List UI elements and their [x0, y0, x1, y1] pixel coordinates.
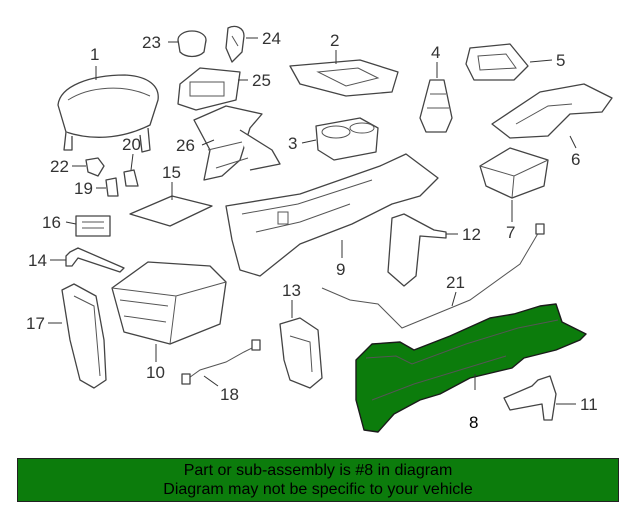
- callout-16: 16: [42, 213, 61, 232]
- info-banner: Part or sub-assembly is #8 in diagram Di…: [17, 458, 619, 502]
- part-11-bracket[interactable]: [503, 375, 557, 421]
- callout-12: 12: [462, 225, 481, 244]
- callout-19: 19: [74, 179, 93, 198]
- callout-11: 11: [580, 395, 598, 414]
- callout-22: 22: [50, 157, 69, 176]
- part-20-clip[interactable]: [123, 169, 139, 187]
- part-3-cup-holder[interactable]: [315, 117, 379, 161]
- leader-lines: [48, 37, 577, 405]
- part-7-storage-bin[interactable]: [479, 147, 549, 199]
- callout-15: 15: [162, 163, 181, 182]
- part-2-console-tray[interactable]: [289, 59, 399, 97]
- callout-23: 23: [142, 33, 161, 52]
- callout-4: 4: [431, 43, 440, 62]
- part-8-console-panel-highlighted[interactable]: [355, 303, 587, 433]
- part-13-bracket[interactable]: [279, 317, 323, 389]
- callout-21: 21: [446, 273, 465, 292]
- callout-17: 17: [26, 314, 45, 333]
- callout-14: 14: [28, 251, 47, 270]
- callout-10: 10: [146, 363, 165, 382]
- part-4-shift-boot[interactable]: [419, 79, 453, 133]
- callout-25: 25: [252, 71, 271, 90]
- banner-line-2: Diagram may not be specific to your vehi…: [163, 481, 473, 498]
- part-24-shift-lever[interactable]: [225, 25, 245, 63]
- callout-20: 20: [122, 135, 141, 154]
- part-17-side-panel[interactable]: [61, 283, 107, 389]
- parts-diagram: 1 2 3 4 5 6 7 8 9 11 12 13 14 15 16 17 1…: [26, 25, 613, 433]
- part-9-console-bracket[interactable]: [225, 153, 439, 277]
- callout-numbers: 1 2 3 4 5 6 7 8 9 11 12 13 14 15 16 17 1…: [26, 29, 598, 432]
- callout-6: 6: [571, 150, 580, 169]
- part-5-trim-plate[interactable]: [465, 43, 529, 81]
- banner-line-1: Part or sub-assembly is #8 in diagram: [183, 462, 453, 479]
- callout-3: 3: [288, 134, 297, 153]
- callout-24: 24: [262, 29, 281, 48]
- part-12-mount-bracket[interactable]: [387, 213, 447, 287]
- callout-7: 7: [506, 223, 515, 242]
- callout-5: 5: [556, 51, 565, 70]
- callout-8-highlighted: 8: [469, 413, 478, 432]
- callout-18: 18: [220, 385, 239, 404]
- callout-9: 9: [336, 260, 345, 279]
- part-25-shifter-bezel[interactable]: [177, 67, 241, 111]
- part-1-armrest-lid[interactable]: [57, 74, 159, 153]
- part-23-shift-knob[interactable]: [177, 30, 207, 58]
- part-14-bar[interactable]: [65, 247, 125, 273]
- part-10-console-box[interactable]: [111, 261, 227, 345]
- part-26-shifter-assembly[interactable]: [193, 105, 281, 181]
- part-19-clip[interactable]: [105, 177, 119, 197]
- callout-13: 13: [282, 281, 301, 300]
- part-15-mat[interactable]: [129, 195, 213, 227]
- callout-1: 1: [90, 45, 99, 64]
- part-16-switch-panel[interactable]: [75, 215, 111, 237]
- part-6-center-trim[interactable]: [491, 83, 613, 139]
- part-18-harness[interactable]: [181, 339, 261, 385]
- part-22-clip[interactable]: [85, 157, 105, 177]
- callout-2: 2: [330, 31, 339, 50]
- part-21-cable[interactable]: [321, 223, 545, 329]
- callout-26: 26: [176, 136, 195, 155]
